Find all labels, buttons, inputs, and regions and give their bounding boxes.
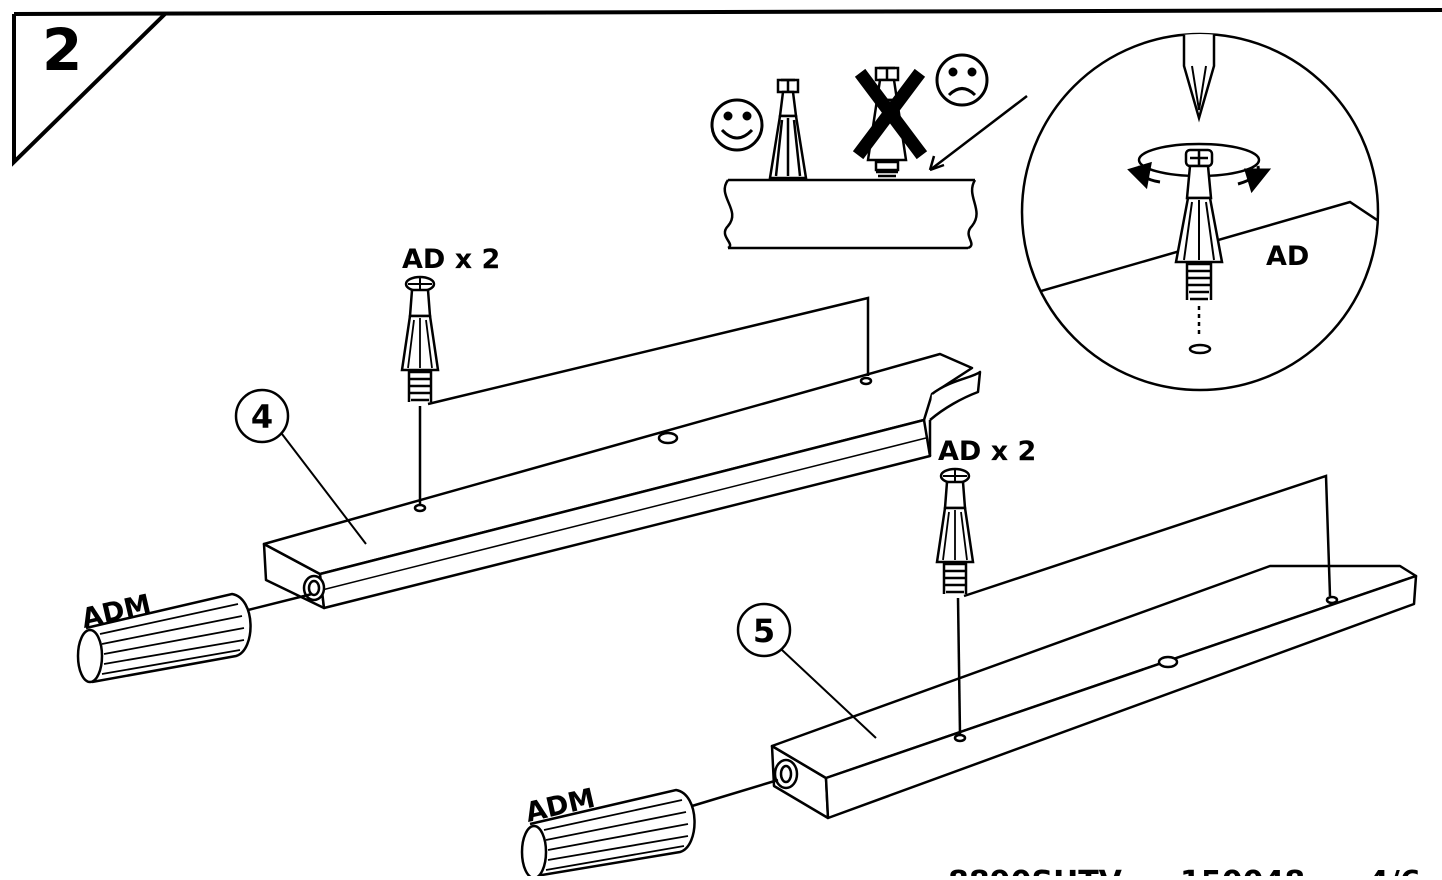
footer-code-2: 150048 [1180,865,1305,876]
correct-fitting [768,78,808,180]
ad-quantity-label-bottom: AD x 2 [938,436,1036,467]
smiley-face-icon [710,98,764,152]
insertion-comparison [723,66,1028,250]
detail-view: AD [1020,32,1380,392]
ad-fitting-4 [400,275,870,504]
part-4-number: 4 [251,398,273,436]
part-5-callout: 5 [736,602,877,739]
part-4-callout: 4 [234,388,367,545]
part-5-number: 5 [753,612,775,650]
sad-face-icon [935,53,989,107]
footer-code-1: 8890SHTV [948,865,1123,876]
ad-quantity-label-top: AD x 2 [402,244,500,275]
x-mark-icon [852,68,928,160]
ad-fitting-5 [935,467,1332,735]
footer-codes: 8890SHTV 150048 4/6 [948,865,1421,880]
part-5-rail [770,564,1418,820]
part-4-rail [262,352,982,610]
screwdriver-icon [1182,34,1216,123]
detail-ad-label: AD [1266,241,1309,272]
rotation-arrow-icon [1127,161,1272,194]
adm-pad-left [76,592,313,684]
footer-page: 4/6 [1368,865,1421,876]
adm-pad-bottom [520,778,779,880]
step-number: 2 [42,16,82,84]
step-header: 2 [12,8,1442,167]
